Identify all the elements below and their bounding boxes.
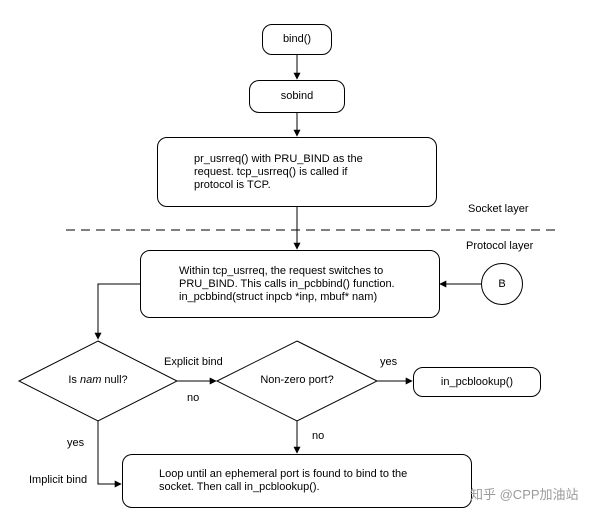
connector-b-label: B [498, 278, 506, 290]
loop-line-2: socket. Then call in_pcblookup(). [159, 481, 320, 493]
edge-label-explicit-bind: Explicit bind [164, 356, 223, 368]
decision-is-nam-null-label: Is nam null? [40, 374, 156, 387]
bind-node-label: bind() [282, 33, 312, 45]
edge-label-yes-down: yes [67, 437, 85, 449]
sobind-node-label: sobind [280, 90, 314, 102]
in-pcblookup-node: in_pcblookup() [413, 367, 541, 397]
arrow-is-nam-null-to-loop [97, 421, 122, 488]
connector-b: B [481, 263, 523, 305]
pr-usrreq-node: pr_usrreq() with PRU_BIND as the request… [157, 137, 437, 207]
pr-usrreq-line-3: protocol is TCP. [194, 178, 271, 191]
decision-is-nam-null-shape [17, 340, 179, 422]
is-nam-null-text-post: null? [101, 374, 128, 386]
edge-label-implicit-bind: Implicit bind [29, 474, 88, 486]
loop-node: Loop until an ephemeral port is found to… [122, 454, 472, 508]
protocol-layer-label: Protocol layer [466, 240, 534, 252]
tcp-usrreq-node: Within tcp_usrreq, the request switches … [140, 250, 440, 318]
sobind-node: sobind [249, 80, 345, 113]
tcp-usrreq-line-2: PRU_BIND. This calls in_pcbbind() functi… [179, 277, 395, 290]
edge-label-yes-right: yes [380, 356, 398, 368]
watermark: 知乎 @CPP加油站 [470, 487, 579, 502]
decision-nonzero-port-shape [215, 340, 379, 422]
bind-node: bind() [262, 24, 332, 55]
tcp-usrreq-line-3: in_pcbbind(struct inpcb *inp, mbuf* nam) [179, 290, 378, 303]
in-pcblookup-node-label: in_pcblookup() [440, 375, 514, 388]
loop-line-1: Loop until an ephemeral port is found to… [159, 468, 408, 480]
decision-nonzero-port-label: Non-zero port? [260, 374, 334, 386]
pr-usrreq-line-2: request. tcp_usrreq() is called if [194, 165, 348, 178]
edge-label-no-left: no [187, 392, 200, 404]
tcp-usrreq-line-1: Within tcp_usrreq, the request switches … [179, 264, 384, 277]
is-nam-null-text-pre: Is [68, 374, 80, 386]
pr-usrreq-line-1: pr_usrreq() with PRU_BIND as the [194, 152, 363, 165]
arrow-tcp-usrreq-to-is-nam-null [94, 283, 140, 340]
is-nam-null-text-em: nam [79, 374, 102, 386]
edge-label-no-down: no [312, 430, 325, 442]
socket-layer-label: Socket layer [468, 203, 529, 215]
